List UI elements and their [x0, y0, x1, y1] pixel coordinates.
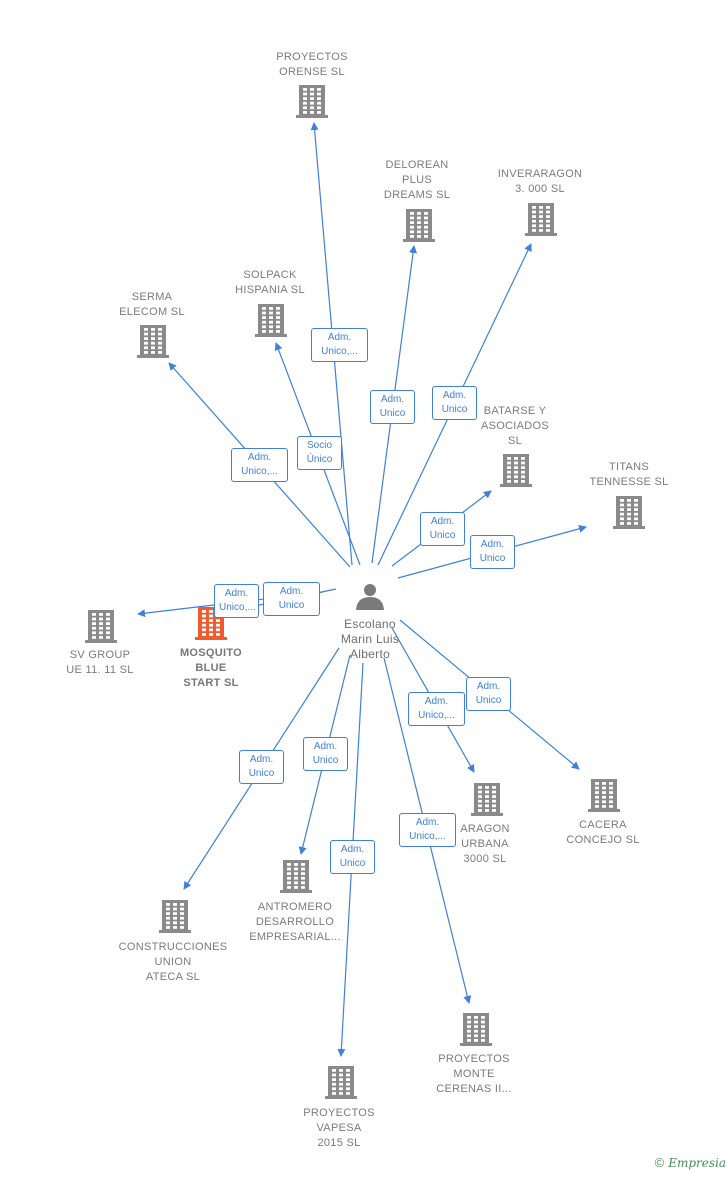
edge-label-antromero[interactable]: Adm. Unico: [303, 737, 348, 771]
company-label-delorean[interactable]: DELOREAN PLUS DREAMS SL: [383, 159, 451, 201]
building-icon[interactable]: [280, 860, 312, 893]
edge-label-batarse[interactable]: Adm. Unico: [420, 512, 465, 546]
edge-label-inveraragon[interactable]: Adm. Unico: [432, 386, 477, 420]
building-icon[interactable]: [255, 304, 287, 337]
building-icon[interactable]: [588, 779, 620, 812]
company-label-construcciones[interactable]: CONSTRUCCIONES UNION ATECA SL: [118, 941, 228, 983]
building-icon[interactable]: [471, 783, 503, 816]
building-icon[interactable]: [613, 496, 645, 529]
copyright-icon: ©: [654, 1155, 665, 1170]
company-label-mosquito[interactable]: MOSQUITO BLUE START SL: [179, 647, 243, 689]
edge-label-construcciones[interactable]: Adm. Unico: [239, 750, 284, 784]
company-label-proyectos-vapesa[interactable]: PROYECTOS VAPESA 2015 SL: [303, 1107, 375, 1149]
building-icon[interactable]: [403, 209, 435, 242]
edge-label-serma[interactable]: Adm. Unico,...: [231, 448, 288, 482]
footer-brand[interactable]: ©Empresia: [655, 1155, 726, 1170]
company-label-serma[interactable]: SERMA ELECOM SL: [119, 291, 185, 318]
company-label-proyectos-orense[interactable]: PROYECTOS ORENSE SL: [276, 51, 348, 78]
building-icon[interactable]: [525, 203, 557, 236]
company-label-titans[interactable]: TITANS TENNESSE SL: [589, 461, 669, 488]
company-label-inveraragon[interactable]: INVERARAGON 3. 000 SL: [497, 168, 583, 195]
edge-label-proyectos-orense[interactable]: Adm. Unico,...: [311, 328, 368, 362]
company-label-sv-group[interactable]: SV GROUP UE 11. 11 SL: [66, 649, 134, 676]
building-icon[interactable]: [159, 900, 191, 933]
building-icon[interactable]: [500, 454, 532, 487]
brand-name: Empresia: [668, 1156, 726, 1170]
building-icon[interactable]: [296, 85, 328, 118]
building-icon[interactable]: [85, 610, 117, 643]
company-label-cacera[interactable]: CACERA CONCEJO SL: [566, 819, 640, 846]
edge-label-proyectos-monte[interactable]: Adm. Unico,...: [399, 813, 456, 847]
person-icon[interactable]: [356, 584, 384, 610]
person-name[interactable]: Escolano Marin Luis Alberto: [340, 617, 400, 661]
building-icon[interactable]: [137, 325, 169, 358]
company-label-batarse[interactable]: BATARSE Y ASOCIADOS SL: [480, 405, 550, 447]
edge-label-proyectos-vapesa[interactable]: Adm. Unico: [330, 840, 375, 874]
edge-label-delorean[interactable]: Adm. Unico: [370, 390, 415, 424]
edge-label-sv-group[interactable]: Adm. Unico: [263, 582, 320, 616]
company-label-aragon-urbana[interactable]: ARAGON URBANA 3000 SL: [460, 823, 510, 865]
building-icon[interactable]: [325, 1066, 357, 1099]
edge-label-titans[interactable]: Adm. Unico: [470, 535, 515, 569]
building-icon[interactable]: [460, 1013, 492, 1046]
edge-label-mosquito[interactable]: Adm. Unico,...: [214, 584, 259, 618]
company-label-proyectos-monte[interactable]: PROYECTOS MONTE CERENAS II...: [436, 1053, 512, 1095]
company-label-antromero[interactable]: ANTROMERO DESARROLLO EMPRESARIAL...: [249, 901, 341, 943]
edge-label-aragon-urbana[interactable]: Adm. Unico,...: [408, 692, 465, 726]
edge-label-solpack[interactable]: Socio Único: [297, 436, 342, 470]
company-label-solpack[interactable]: SOLPACK HISPANIA SL: [235, 269, 305, 296]
edge-label-cacera[interactable]: Adm. Unico: [466, 677, 511, 711]
